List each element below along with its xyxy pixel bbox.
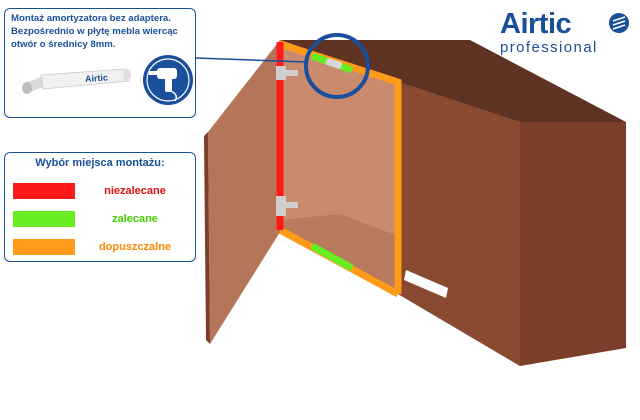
info-line-2: Bezpośrednio w płytę mebla wiercąc xyxy=(11,26,178,37)
hinge-top xyxy=(276,66,298,80)
handle-slot xyxy=(404,270,448,298)
damper-brand-label: Airtic xyxy=(85,72,109,84)
pointer-line xyxy=(195,57,307,63)
legend-label-not-recommended: niezalecane xyxy=(104,185,166,197)
cabinet-door xyxy=(208,40,280,344)
legend-swatch-not-recommended xyxy=(13,183,75,199)
info-line-1: Montaż amortyzatora bez adaptera. xyxy=(11,13,171,24)
mounting-info-text: Montaż amortyzatora bez adaptera. Bezpoś… xyxy=(11,12,193,51)
damper-product-image: Airtic xyxy=(22,68,131,94)
legend-label-acceptable: dopuszczalne xyxy=(98,241,172,253)
drill-icon xyxy=(143,55,193,105)
hinge-bottom xyxy=(276,196,298,216)
cabinet-interior-shade xyxy=(280,214,398,294)
legend-label-recommended: zalecane xyxy=(112,213,158,225)
legend-box: Wybór miejsca montażu: niezalecane zalec… xyxy=(4,152,196,262)
mounting-info-box: Montaż amortyzatora bez adaptera. Bezpoś… xyxy=(4,8,196,118)
zone-recommended-bottom xyxy=(310,242,354,272)
legend-title: Wybór miejsca montażu: xyxy=(35,157,165,169)
brand-logo: Airtic professional xyxy=(486,6,636,56)
highlight-circle xyxy=(304,33,370,99)
damper-mounted xyxy=(325,58,343,69)
registered-mark-icon xyxy=(609,13,629,33)
info-line-3: otwór o średnicy 8mm. xyxy=(11,39,116,50)
brand-subtitle: professional xyxy=(500,39,598,56)
cabinet-front-face xyxy=(398,82,520,366)
legend-swatch-recommended xyxy=(13,211,75,227)
legend-swatch-acceptable xyxy=(13,239,75,255)
cabinet-door-edge xyxy=(204,132,210,344)
brand-name: Airtic xyxy=(500,8,572,40)
